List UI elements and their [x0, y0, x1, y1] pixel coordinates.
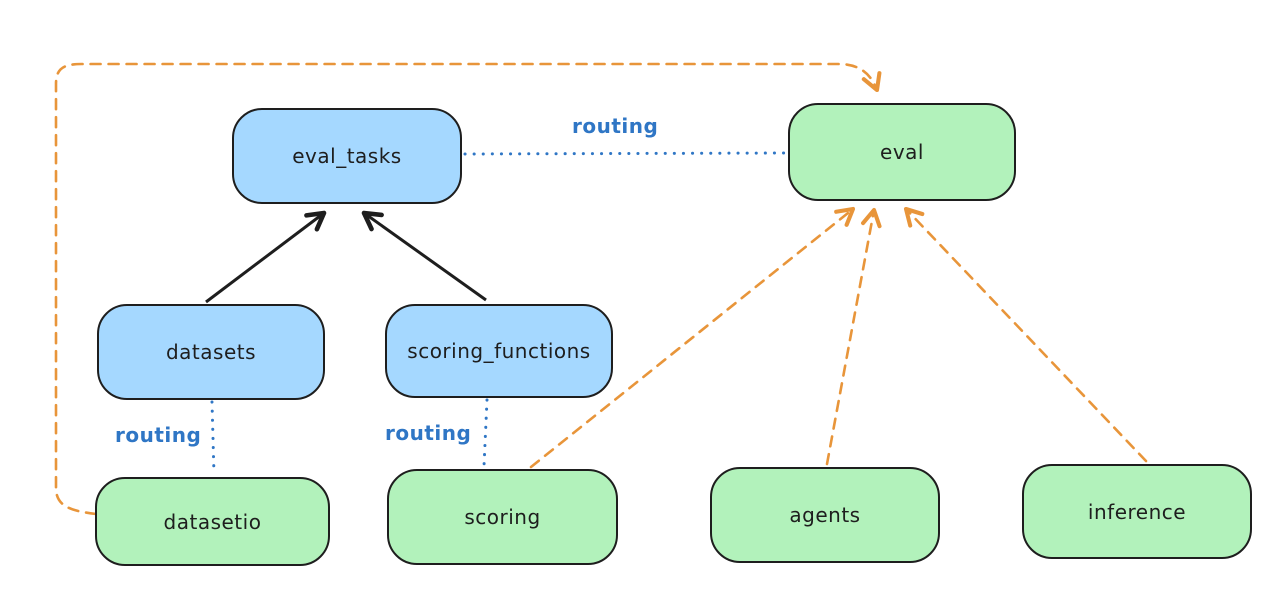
- edge-agents-eval: [825, 207, 882, 466]
- routing-label-scoringfunctions-scoring: routing: [385, 421, 472, 445]
- node-inference: inference: [1022, 464, 1252, 559]
- node-scoring: scoring: [387, 469, 618, 565]
- edge-scoring-eval: [529, 206, 856, 469]
- node-eval-label: eval: [880, 140, 924, 164]
- node-datasetio-label: datasetio: [163, 509, 262, 534]
- edge-inference-eval: [903, 206, 1148, 463]
- node-agents: agents: [710, 467, 940, 563]
- routing-label-datasets-datasetio: routing: [115, 423, 202, 447]
- node-datasets: datasets: [97, 304, 325, 400]
- edge-datasets-datasetio-routing: [210, 400, 216, 476]
- node-scoring-functions: scoring_functions: [385, 304, 613, 398]
- node-datasetio: datasetio: [95, 477, 330, 566]
- routing-label-evaltasks-eval: routing: [572, 114, 659, 138]
- edge-evaltasks-eval-routing: [463, 151, 787, 156]
- node-scoring-functions-label: scoring_functions: [407, 339, 591, 363]
- edge-datasets-evaltasks: [205, 210, 327, 304]
- node-eval-tasks-label: eval_tasks: [292, 144, 402, 168]
- node-scoring-label: scoring: [464, 505, 541, 529]
- node-agents-label: agents: [789, 503, 861, 527]
- node-inference-label: inference: [1087, 499, 1187, 524]
- edge-scoringfunctions-scoring-routing: [482, 398, 489, 468]
- edge-datasetio-eval: [54, 62, 882, 516]
- node-datasets-label: datasets: [165, 340, 257, 364]
- edge-scoringfunctions-evaltasks: [361, 210, 487, 302]
- node-eval: eval: [788, 103, 1016, 201]
- node-eval-tasks: eval_tasks: [232, 108, 462, 204]
